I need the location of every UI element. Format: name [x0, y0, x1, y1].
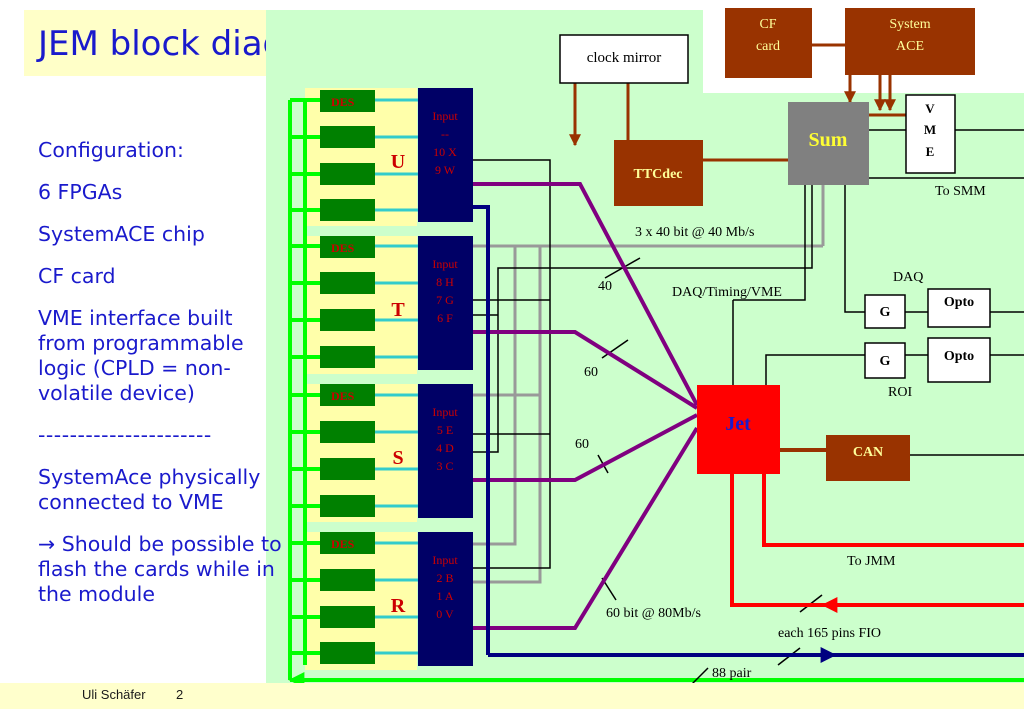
ttcdec-label: TTCdec [634, 167, 683, 182]
backplane-green-lines [288, 98, 1024, 688]
footer-author: Uli Schäfer [82, 687, 146, 702]
gray-daq-lines [473, 185, 825, 584]
des-label-t: DES [331, 241, 355, 255]
input-r-line-4: 0 V [436, 607, 454, 621]
vme-letter-m: M [924, 122, 936, 137]
bullet-cf-card: CF card [38, 264, 116, 288]
input-s-line-2: 5 E [437, 423, 453, 437]
g-label-2: G [880, 354, 891, 369]
input-block-t [418, 236, 473, 370]
des-label-r: DES [331, 537, 355, 551]
opto-label-1: Opto [944, 295, 974, 310]
slice-letter-t: T [391, 299, 405, 321]
sum-label: Sum [809, 129, 848, 151]
g-block-2 [864, 342, 906, 379]
slice-letter-s: S [392, 447, 403, 469]
input-t-line-3: 7 G [436, 293, 454, 307]
input-block-r [418, 532, 473, 666]
des-input-links [375, 98, 418, 655]
vme-letter-e: E [926, 144, 935, 159]
navy-lines [473, 205, 1024, 663]
purple-jet-links [473, 182, 699, 630]
bus-60x80-label: 60 bit @ 80Mb/s [606, 606, 701, 621]
bullet-configuration: Configuration: [38, 138, 184, 162]
input-r-line-1: Input [432, 553, 458, 567]
input-s-line-1: Input [432, 405, 458, 419]
daq-timing-vme-label: DAQ/Timing/VME [672, 285, 782, 300]
bullet-systemace-vme: SystemAce physically connected to VME [38, 465, 261, 514]
system-ace-line-2: ACE [896, 39, 924, 54]
input-u-line-1: Input [432, 109, 458, 123]
jet-block [697, 385, 780, 474]
input-t-line-2: 8 H [436, 275, 454, 289]
daq-label: DAQ [893, 270, 923, 285]
bullet-flash-cards: → Should be possible to flash the cards … [38, 532, 282, 606]
input-t-line-4: 6 F [437, 311, 453, 325]
vme-block [905, 94, 956, 174]
input-r-line-3: 1 A [436, 589, 453, 603]
red-lines [730, 474, 1024, 613]
des-chips [320, 90, 375, 664]
bullet-fpgas: 6 FPGAs [38, 180, 123, 204]
bullet-separator: ---------------------- [38, 423, 212, 447]
clock-mirror-label: clock mirror [587, 50, 662, 66]
label-60a: 60 [584, 365, 598, 380]
page-number: 2 [176, 687, 184, 702]
roi-label: ROI [888, 385, 912, 400]
ttcdec-block [614, 140, 703, 206]
footer: Uli Schäfer 2 [0, 683, 1024, 709]
pair88-label: 88 pair [712, 666, 752, 681]
opto-block-1 [927, 288, 991, 328]
des-label-u: DES [331, 95, 355, 109]
fio-label: each 165 pins FIO [778, 626, 881, 641]
to-smm-label: To SMM [935, 184, 986, 199]
jet-label: Jet [725, 413, 751, 435]
input-block-s [418, 384, 473, 518]
bullet-vme-interface: VME interface built from programmable lo… [38, 306, 244, 405]
cf-card-block [725, 8, 812, 78]
input-r-line-2: 2 B [436, 571, 453, 585]
bullet-list: Configuration: 6 FPGAs SystemACE chip CF… [38, 138, 283, 624]
vme-letter-v: V [925, 101, 935, 116]
brown-config-lines [569, 43, 906, 162]
clock-mirror-block [559, 34, 689, 84]
system-ace-line-1: System [889, 17, 930, 32]
can-block [826, 435, 910, 481]
bus-3x40-label: 3 x 40 bit @ 40 Mb/s [635, 225, 754, 240]
label-60b: 60 [575, 437, 589, 452]
opto-label-2: Opto [944, 349, 974, 364]
input-block-u [418, 88, 473, 222]
input-block-u-label: Input -- 10 X 9 W [432, 109, 458, 177]
input-u-line-4: 9 W [435, 163, 456, 177]
input-block-s-label: Input 5 E 4 D 3 C [432, 405, 458, 473]
cf-card-line-2: card [756, 39, 780, 54]
to-jmm-label: To JMM [847, 554, 896, 569]
can-label: CAN [853, 445, 883, 460]
g-label-1: G [880, 305, 891, 320]
input-t-line-1: Input [432, 257, 458, 271]
input-block-r-label: Input 2 B 1 A 0 V [432, 553, 458, 621]
slice-letter-r: R [391, 595, 406, 617]
sum-block [788, 102, 869, 185]
des-label-s: DES [331, 389, 355, 403]
label-40: 40 [598, 279, 612, 294]
slice-letter-u: U [391, 151, 405, 173]
input-s-line-3: 4 D [436, 441, 454, 455]
input-u-line-2: -- [441, 127, 449, 141]
opto-block-2 [927, 337, 991, 383]
cf-card-line-1: CF [759, 17, 776, 32]
input-u-line-3: 10 X [433, 145, 457, 159]
slice-letters: U T S R [391, 151, 406, 617]
bullet-systemace-chip: SystemACE chip [38, 222, 205, 246]
system-ace-block [845, 8, 975, 75]
input-s-line-4: 3 C [436, 459, 453, 473]
input-block-t-label: Input 8 H 7 G 6 F [432, 257, 458, 325]
annotations: To SMM 3 x 40 bit @ 40 Mb/s 40 DAQ/Timin… [575, 184, 986, 681]
